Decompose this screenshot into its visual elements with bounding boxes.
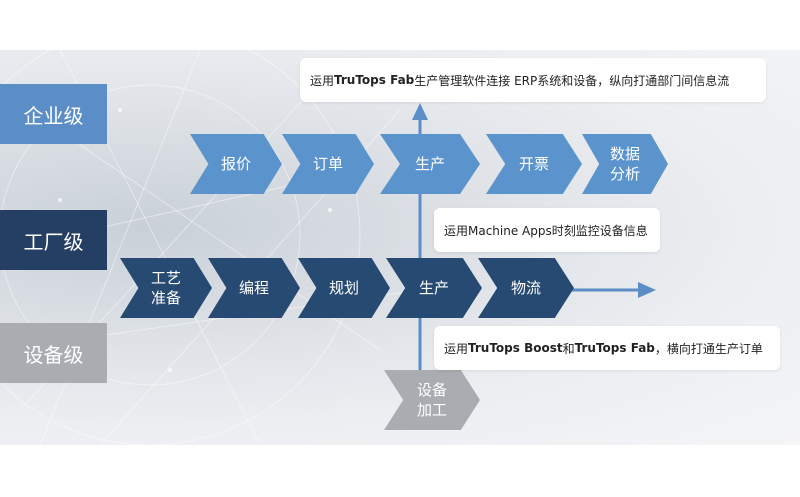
step-production-enterprise: 生产 — [380, 134, 480, 194]
vertical-arrow-head — [412, 103, 428, 120]
step-quote: 报价 — [190, 134, 282, 194]
level-factory: 工厂级 — [0, 210, 107, 270]
level-equipment: 设备级 — [0, 323, 107, 383]
step-equipment-processing: 设备 加工 — [384, 370, 480, 430]
callout-trutops-fab-vertical: 运用 TruTops Fab 生产管理软件连接 ERP系统和设备，纵向打通部门间… — [300, 58, 766, 102]
callout-machine-apps: 运用Machine Apps时刻监控设备信息 — [434, 208, 660, 252]
horizontal-arrow-head — [638, 282, 656, 298]
level-enterprise: 企业级 — [0, 84, 107, 144]
